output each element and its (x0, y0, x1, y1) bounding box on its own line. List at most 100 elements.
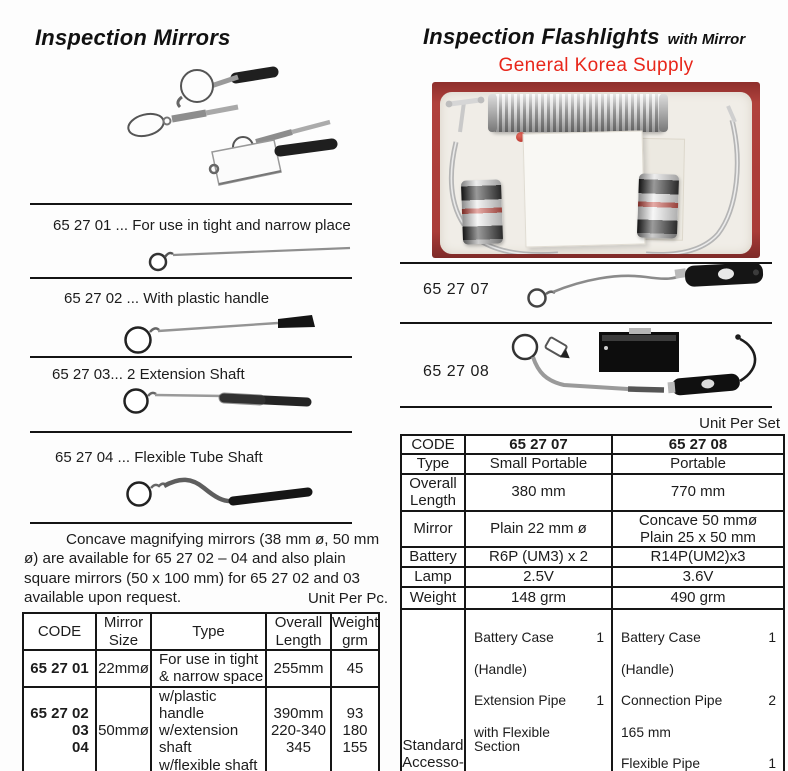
label-code: CODE (400, 433, 466, 456)
cell-length-2: 390mm 220-340 345 (265, 685, 332, 771)
inspection-mirrors-group-photo (127, 66, 338, 186)
label-weight: Weight (400, 586, 466, 610)
cell-mirror-size-2: 50mmø (95, 685, 152, 771)
mirrors-table-header-row: CODE Mirror Size Type Overall Length Wei… (22, 612, 380, 651)
item-652708-drawing (511, 328, 757, 396)
divider (30, 522, 352, 524)
battery-08: R14P(UM2)x3 (611, 546, 785, 568)
item-652703-drawing (123, 388, 312, 414)
divider (30, 203, 352, 205)
label-type: Type (400, 453, 466, 475)
item-652702-label: 65 27 02 ... With plastic handle (64, 290, 270, 307)
label-battery: Battery (400, 546, 466, 568)
row-overall-length: Overall Length 380 mm 770 mm (400, 472, 785, 512)
row-code: CODE 65 27 07 65 27 08 (400, 433, 785, 456)
type-07: Small Portable (464, 453, 613, 475)
cell-mirror-size-1: 22mmø (95, 649, 152, 688)
label-accessories: Standard Accesso- ries (400, 607, 466, 771)
item-652703-label: 65 27 03... 2 Extension Shaft (52, 366, 245, 383)
right-page-title: Inspection Flashlights with Mirror (423, 24, 745, 50)
cell-code-2: 65 27 02 03 04 (22, 685, 97, 771)
code-652708: 65 27 08 (611, 433, 785, 456)
row-mirror: Mirror Plain 22 mm ø Concave 50 mmø Plai… (400, 509, 785, 548)
divider (30, 277, 352, 279)
cell-length-1: 255mm (265, 649, 332, 688)
flashlight-body (488, 94, 668, 132)
divider (30, 431, 352, 433)
supplier-name: General Korea Supply (498, 55, 694, 76)
header-code: CODE (22, 612, 97, 651)
item-652707-drawing (527, 262, 764, 308)
item-652708-code: 65 27 08 (423, 363, 490, 380)
item-652704-drawing (126, 477, 313, 507)
divider (400, 406, 772, 408)
acc-line: (Handle) (621, 661, 674, 677)
type-08: Portable (611, 453, 785, 475)
header-mirror-size: Mirror Size (95, 612, 152, 651)
lamp-08: 3.6V (611, 566, 785, 588)
row-weight: Weight 148 grm 490 grm (400, 586, 785, 610)
acc-line: 165 mm (621, 724, 671, 740)
acc-line: with Flexible Section (474, 724, 550, 755)
battery-left (460, 179, 504, 245)
flashlight-switch (516, 132, 526, 142)
row-battery: Battery R6P (UM3) x 2 R14P(UM2)x3 (400, 546, 785, 568)
label-lamp: Lamp (400, 566, 466, 588)
mirrors-table-row-65270234: 65 27 02 03 04 50mmø w/plastic handle w/… (22, 685, 380, 771)
cell-code-1: 65 27 01 (22, 649, 97, 688)
row-lamp: Lamp 2.5V 3.6V (400, 566, 785, 588)
header-overall-length: Overall Length (265, 612, 332, 651)
availability-note: Concave magnifying mirrors (38 mm ø, 50 … (24, 531, 380, 606)
right-title-suffix: with Mirror (667, 31, 746, 48)
right-title-main: Inspection Flashlights (423, 24, 660, 49)
flashlight-cap-left (488, 94, 497, 132)
divider (400, 322, 772, 324)
item-652702-drawing (124, 315, 315, 354)
length-07: 380 mm (464, 472, 613, 512)
mirror-08: Concave 50 mmø Plain 25 x 50 mm (611, 509, 785, 548)
kit-box-large (522, 130, 646, 248)
code-652707: 65 27 07 (464, 433, 613, 456)
mirrors-table-row-652701: 65 27 01 22mmø For use in tight & narrow… (22, 649, 380, 688)
code-stack: 65 27 02 03 04 (30, 704, 89, 757)
mirror-07: Plain 22 mm ø (464, 509, 613, 548)
item-652701-drawing (148, 246, 351, 272)
flashlight-cap-right (659, 94, 668, 132)
mirrors-spec-table: CODE Mirror Size Type Overall Length Wei… (22, 612, 380, 771)
battery-sheen (460, 179, 504, 245)
cell-weight-1: 45 (330, 649, 380, 688)
divider (30, 356, 352, 358)
flashlights-spec-table: CODE 65 27 07 65 27 08 Type Small Portab… (400, 433, 785, 771)
left-page-title: Inspection Mirrors (35, 25, 231, 50)
left-unit-label: Unit Per Pc. (307, 590, 388, 607)
right-unit-label: Unit Per Set (699, 415, 780, 432)
lamp-07: 2.5V (464, 566, 613, 588)
flashlight-kit-photo (432, 82, 760, 258)
label-mirror: Mirror (400, 509, 466, 548)
flexible-shafts-photo (445, 96, 740, 254)
weight-08: 490 grm (611, 586, 785, 610)
cell-weight-2: 93 180 155 (330, 685, 380, 771)
battery-07: R6P (UM3) x 2 (464, 546, 613, 568)
item-652707-code: 65 27 07 (423, 281, 490, 298)
row-type: Type Small Portable Portable (400, 453, 785, 475)
battery-sheen (636, 173, 680, 239)
weight-07: 148 grm (464, 586, 613, 610)
header-weight: Weight grm (330, 612, 380, 651)
divider (400, 262, 772, 264)
cell-type-1: For use in tight & narrow space (150, 649, 267, 688)
acc-line: (Handle) (474, 661, 527, 677)
length-08: 770 mm (611, 472, 785, 512)
header-type: Type (150, 612, 267, 651)
item-652701-label: 65 27 01 ... For use in tight and narrow… (53, 217, 351, 234)
battery-right (636, 173, 680, 239)
